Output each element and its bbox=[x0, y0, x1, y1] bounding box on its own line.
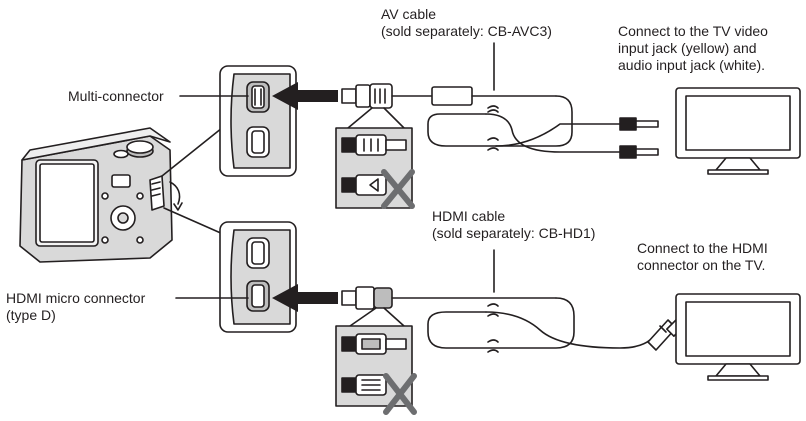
camera-icon bbox=[19, 127, 183, 263]
tv-av-line-3: audio input jack (white). bbox=[618, 57, 766, 73]
hdmi-micro-title: HDMI micro connector bbox=[6, 290, 146, 306]
hdmi-cable bbox=[341, 249, 686, 353]
wrong-mark-icon bbox=[381, 169, 415, 209]
hdmi-cable-note: (sold separately: CB-HD1) bbox=[432, 225, 596, 241]
av-cable-title: AV cable bbox=[381, 6, 436, 22]
tv-icon bbox=[675, 87, 801, 175]
plug-detail-hdmi bbox=[335, 307, 413, 407]
tv-av-line-1: Connect to the TV video bbox=[618, 23, 768, 39]
tv-hdmi-instruction: Connect to the HDMI connector on the TV. bbox=[637, 240, 768, 274]
panel-multi-connector bbox=[219, 65, 297, 177]
plug-detail-av bbox=[335, 107, 413, 209]
panel-hdmi-connector bbox=[219, 221, 297, 333]
tv-av-instruction: Connect to the TV video input jack (yell… bbox=[618, 23, 768, 74]
tv-hdmi-line-1: Connect to the HDMI bbox=[637, 240, 768, 256]
arrow-icon bbox=[272, 82, 338, 312]
hdmi-cable-title: HDMI cable bbox=[432, 208, 506, 224]
hdmi-cable-label: HDMI cable (sold separately: CB-HD1) bbox=[432, 208, 595, 242]
hdmi-micro-type: (type D) bbox=[6, 307, 56, 323]
av-cable-label: AV cable (sold separately: CB-AVC3) bbox=[381, 6, 552, 40]
av-cable-note: (sold separately: CB-AVC3) bbox=[381, 23, 552, 39]
hdmi-micro-connector-label: HDMI micro connector (type D) bbox=[6, 290, 145, 324]
av-cable bbox=[341, 42, 659, 159]
tv-hdmi-line-2: connector on the TV. bbox=[637, 257, 766, 273]
multi-connector-label: Multi-connector bbox=[68, 88, 164, 104]
wrong-mark-icon bbox=[383, 373, 417, 415]
tv-av-line-2: input jack (yellow) and bbox=[618, 40, 757, 56]
tv-icon bbox=[675, 293, 801, 381]
